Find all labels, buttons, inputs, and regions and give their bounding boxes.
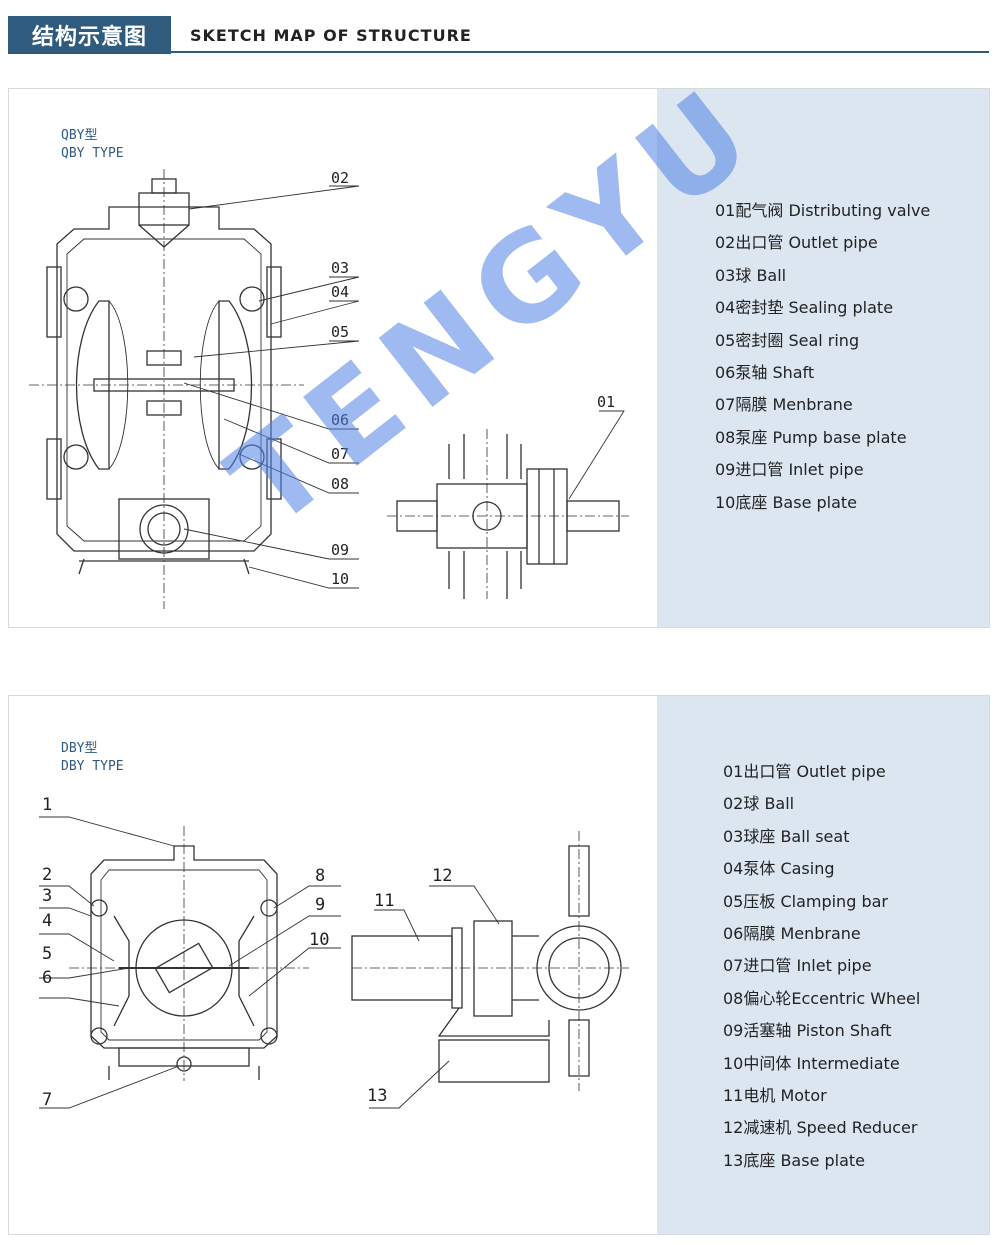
dby-type-cn: DBY型: [61, 741, 98, 756]
dby-callout-10: 10: [309, 930, 330, 950]
dby-type-label: DBY型 DBY TYPE: [61, 740, 124, 776]
dby-callout-12: 12: [432, 866, 453, 886]
qby-panel: QBY型 QBY TYPE: [8, 88, 990, 628]
qby-type-label: QBY型 QBY TYPE: [61, 127, 124, 163]
qby-base: [78, 558, 250, 575]
dby-callout-2: 2: [42, 865, 53, 885]
qby-inlet-housing: [118, 498, 210, 560]
qby-legend-item: 03球 Ball: [715, 265, 787, 285]
dby-base: [438, 1039, 550, 1083]
qby-legend-item: 09进口管 Inlet pipe: [715, 460, 864, 480]
dby-legend-item: 11电机 Motor: [723, 1085, 827, 1105]
qby-legend: 01配气阀 Distributing valve 02出口管 Outlet pi…: [715, 195, 930, 519]
dby-callout-8: 8: [315, 866, 326, 886]
qby-diaphragm-right: [218, 300, 253, 470]
qby-left-flange-top: [46, 266, 62, 338]
dby-legend-item: 04泵体 Casing: [723, 859, 835, 879]
qby-ball-top-left: [63, 286, 89, 312]
qby-inlet-inner: [147, 512, 181, 546]
dby-legend-item: 10中间体 Intermediate: [723, 1053, 900, 1073]
qby-ball-bottom-left: [63, 444, 89, 470]
dby-legend-item: 12减速机 Speed Reducer: [723, 1118, 918, 1138]
qby-legend-item: 07隔膜 Menbrane: [715, 395, 853, 415]
dby-legend-item: 13底座 Base plate: [723, 1150, 866, 1170]
qby-side-view: [387, 429, 629, 599]
dby-callout-7: 7: [42, 1090, 53, 1110]
dby-legend-item: 08偏心轮Eccentric Wheel: [723, 988, 921, 1008]
dby-callout-11: 11: [374, 891, 395, 911]
dby-speed-reducer: [473, 920, 513, 1017]
qby-legend-item: 04密封垫 Sealing plate: [715, 298, 894, 318]
dby-drawing: [39, 816, 629, 1109]
qby-callout-03: 03: [331, 259, 350, 277]
qby-drawing: [29, 169, 629, 609]
qby-type-en: QBY TYPE: [61, 146, 124, 161]
qby-callout-09: 09: [331, 541, 350, 559]
dby-legend-item: 09活塞轴 Piston Shaft: [723, 1021, 892, 1041]
qby-legend-item: 01配气阀 Distributing valve: [715, 201, 931, 220]
qby-callout-10: 10: [331, 570, 350, 588]
qby-top-port: [151, 178, 177, 194]
dby-callout-3: 3: [42, 886, 53, 906]
qby-shaft: [93, 378, 235, 392]
qby-diaphragm-left: [75, 300, 110, 470]
qby-legend-item: 02出口管 Outlet pipe: [715, 233, 878, 253]
dby-callout-5: 5: [42, 944, 53, 964]
qby-shaft-block-top: [146, 350, 182, 366]
qby-outer-casing: [56, 206, 272, 552]
qby-legend-item: 06泵轴 Shaft: [715, 362, 815, 382]
qby-callout-04: 04: [331, 283, 350, 301]
dby-panel: DBY型 DBY TYPE: [8, 695, 990, 1235]
section-title-en: SKETCH MAP OF STRUCTURE: [190, 26, 472, 45]
qby-callout-01: 01: [597, 393, 616, 411]
dby-legend-item: 03球座 Ball seat: [723, 826, 850, 846]
qby-callout-02: 02: [331, 169, 350, 187]
qby-legend-background: [657, 89, 989, 627]
qby-type-cn: QBY型: [61, 128, 98, 143]
qby-right-flange-bottom: [266, 438, 282, 500]
qby-membrane-right: [199, 300, 220, 470]
qby-callout-06: 06: [331, 411, 350, 429]
section-title-cn: 结构示意图: [8, 16, 171, 54]
qby-legend-item: 05密封圈 Seal ring: [715, 330, 860, 350]
qby-right-flange-top: [266, 266, 282, 338]
dby-legend-item: 07进口管 Inlet pipe: [723, 956, 872, 976]
dby-legend-background: [657, 696, 989, 1234]
dby-callout-13: 13: [367, 1086, 388, 1106]
dby-legend-item: 05压板 Clamping bar: [723, 891, 888, 911]
dby-legend-item: 06隔膜 Menbrane: [723, 923, 861, 943]
dby-leader-lines: [39, 816, 500, 1109]
dby-callout-6: 6: [42, 968, 53, 988]
qby-top-wedge: [138, 224, 190, 248]
qby-inlet-outer: [139, 504, 189, 554]
dby-legend-item: 02球 Ball: [723, 794, 795, 814]
qby-legend-item: 10底座 Base plate: [715, 492, 858, 512]
title-divider: [171, 51, 989, 53]
dby-callout-9: 9: [315, 895, 326, 915]
qby-callout-07: 07: [331, 445, 350, 463]
qby-shaft-block-bottom: [146, 400, 182, 416]
dby-type-en: DBY TYPE: [61, 759, 124, 774]
qby-ball-bottom-right: [239, 444, 265, 470]
qby-legend-item: 08泵座 Pump base plate: [715, 427, 907, 447]
qby-callout-05: 05: [331, 323, 350, 341]
qby-membrane-left: [108, 300, 129, 470]
dby-legend: 01出口管 Outlet pipe 02球 Ball 03球座 Ball sea…: [723, 756, 920, 1177]
dby-callout-4: 4: [42, 911, 53, 931]
dby-side-view: [351, 831, 629, 1091]
qby-ball-top-right: [239, 286, 265, 312]
qby-left-flange-bottom: [46, 438, 62, 500]
dby-legend-item: 01出口管 Outlet pipe: [723, 762, 886, 781]
qby-callout-08: 08: [331, 475, 350, 493]
qby-leader-lines: [183, 185, 625, 589]
dby-callout-1: 1: [42, 795, 53, 815]
